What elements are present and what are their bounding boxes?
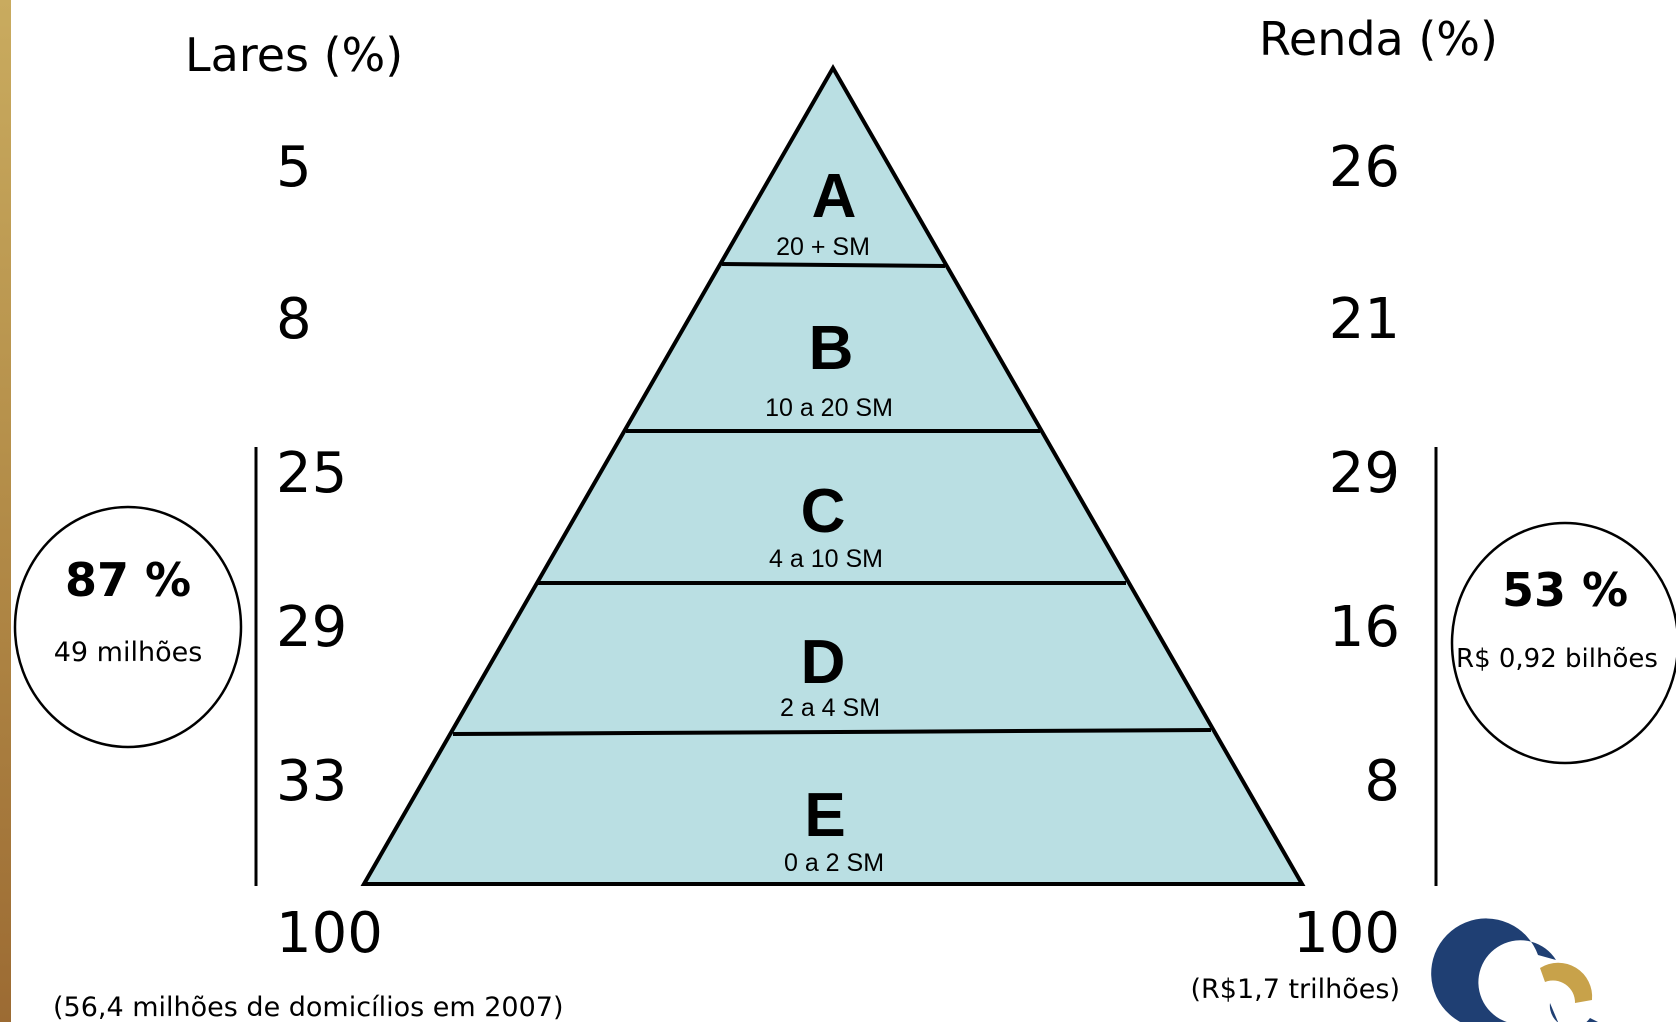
right-highlight-circle [1450,521,1676,765]
lares-value-b: 8 [276,287,312,352]
lares-value-c: 25 [276,441,348,506]
renda-footnote: (R$1,7 trilhões) [1190,974,1400,1005]
lares-total: 100 [276,901,383,966]
lares-value-e: 33 [276,749,348,814]
company-logo-icon [1431,918,1598,1022]
left-circle-subtext: 49 milhões [53,637,203,668]
renda-header: Renda (%) [1259,12,1498,66]
segment-a-letter: A [812,162,857,231]
right-circle-subtext: R$ 0,92 bilhões [1456,644,1658,674]
left-decorative-bar [0,0,11,1022]
renda-value-b: 21 [1328,287,1400,352]
lares-header: Lares (%) [185,28,404,82]
segment-c-range: 4 a 10 SM [769,545,883,573]
renda-value-e: 8 [1364,749,1400,814]
left-circle-percent: 87 % [64,553,192,607]
segment-e-letter: E [804,781,845,850]
segment-d-letter: D [801,628,846,697]
segment-a-range: 20 + SM [776,233,870,261]
renda-total: 100 [1293,901,1400,966]
segment-d-range: 2 a 4 SM [780,694,880,722]
lares-footnote: (56,4 milhões de domicílios em 2007) [53,992,564,1023]
pyramid-body [360,63,1306,886]
segment-c-letter: C [801,477,846,546]
segment-b-range: 10 a 20 SM [765,394,893,422]
segment-e-range: 0 a 2 SM [784,849,884,877]
right-circle-percent: 53 % [1501,563,1629,617]
renda-value-a: 26 [1328,135,1400,200]
left-highlight-circle [13,505,243,749]
segment-b-letter: B [809,314,854,383]
lares-value-a: 5 [276,135,312,200]
renda-value-d: 16 [1328,595,1400,660]
divider-d-e [452,728,1212,736]
renda-value-c: 29 [1328,441,1400,506]
lares-value-d: 29 [276,595,348,660]
divider-a-b [721,262,946,268]
